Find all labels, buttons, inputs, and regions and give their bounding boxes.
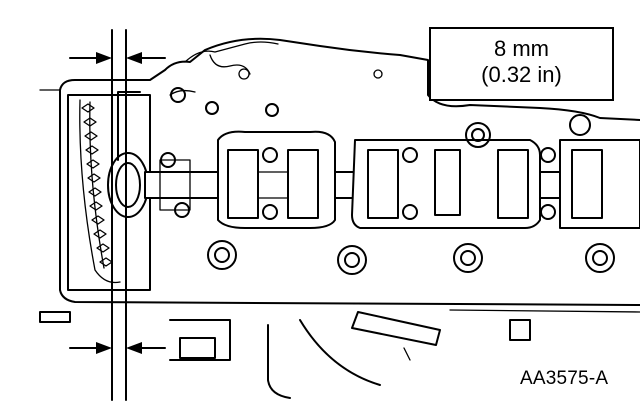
- figure-identifier: AA3575-A: [520, 368, 609, 389]
- lower-fittings: [39, 309, 640, 399]
- head-bolts: [205, 101, 615, 275]
- camshaft-bearing-cap-2: [351, 139, 556, 229]
- camshaft-bearing-cap-1: [217, 130, 336, 229]
- callout-imperial-value: (0.32 in): [481, 62, 562, 87]
- timing-chain-assembly: [67, 91, 151, 291]
- cylinder-head-outline: [59, 37, 640, 306]
- gap-measurement-arrows: [39, 29, 166, 401]
- measurement-callout-box: 8 mm (0.32 in): [429, 27, 614, 101]
- camshaft-bearing-cap-3: [559, 139, 640, 229]
- callout-metric-value: 8 mm: [494, 36, 549, 61]
